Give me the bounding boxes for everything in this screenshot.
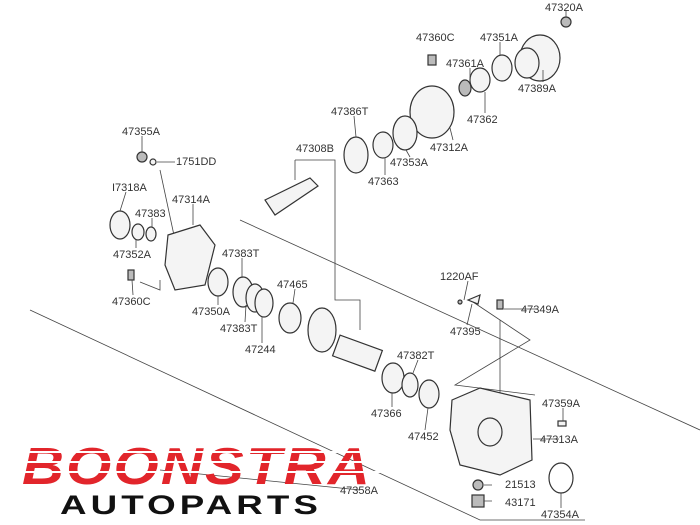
bearing-47366 [381, 362, 405, 394]
label-47350A: 47350A [192, 306, 231, 318]
label-1220AF: 1220AF [440, 271, 479, 283]
oring-47353A [392, 115, 418, 151]
spring-47361A [458, 79, 472, 97]
label-47355A: 47355A [122, 126, 161, 138]
ring-47383 [145, 226, 157, 242]
label-43171: 43171 [505, 497, 536, 509]
ring-gear [307, 307, 337, 353]
plug-43171 [471, 494, 485, 508]
label-47361A: 47361A [446, 58, 485, 70]
label-47308B: 47308B [296, 143, 334, 155]
breather-47349A [496, 299, 504, 310]
bearing-47465 [278, 302, 302, 334]
label-47452: 47452 [408, 431, 439, 443]
leader-lines [119, 10, 567, 508]
label-47244: 47244 [245, 344, 276, 356]
plug-47355A [136, 151, 148, 163]
seal-47351A [491, 54, 513, 82]
label-47352A: 47352A [113, 249, 152, 261]
logo-brand: BOONSTRA [22, 438, 372, 496]
label-47353A: 47353A [390, 157, 429, 169]
label-47382T: 47382T [397, 350, 435, 362]
cover-47314A [164, 224, 216, 291]
plug-47359A [557, 420, 567, 427]
label-47363: 47363 [368, 176, 399, 188]
label-47383T-b: 47383T [220, 323, 258, 335]
parts [109, 16, 574, 508]
label-47351A: 47351A [480, 32, 519, 44]
label-47354A: 47354A [541, 509, 580, 521]
label-47314A: 47314A [172, 194, 211, 206]
label-47383: 47383 [135, 208, 166, 220]
seal-47318A [109, 210, 131, 240]
label-47359A: 47359A [542, 398, 581, 410]
part-labels: 47320A 47360C 47351A 47361A 47389A 47362… [112, 2, 584, 521]
label-47360C-left: 47360C [112, 296, 151, 308]
label-47465: 47465 [277, 279, 308, 291]
label-47383T: 47383T [222, 248, 260, 260]
label-47360C: 47360C [416, 32, 455, 44]
label-47358A: 47358A [340, 485, 379, 497]
boonstra-logo: BOONSTRA AUTOPARTS [15, 438, 380, 520]
gasket-47386T [343, 136, 369, 174]
ring-47350A [207, 267, 229, 297]
label-47313A: 47313A [540, 434, 579, 446]
nut-47320A [560, 16, 572, 28]
label-47318A: I7318A [112, 182, 148, 194]
seal-47363 [372, 131, 394, 159]
label-1751DD: 1751DD [176, 156, 216, 168]
label-47349A: 47349A [521, 304, 560, 316]
bearing-47362 [469, 67, 491, 93]
ring-47352A [131, 223, 145, 241]
label-47366: 47366 [371, 408, 402, 420]
logo-sub: AUTOPARTS [60, 490, 322, 520]
label-47389A: 47389A [518, 83, 557, 95]
shim-47244 [254, 288, 274, 318]
bolt-1220AF [457, 299, 463, 305]
label-21513: 21513 [505, 479, 536, 491]
housing-47312A [409, 85, 455, 139]
washer-1751DD [149, 158, 157, 166]
seal-47452 [418, 379, 440, 409]
oring-47354A [548, 462, 574, 494]
label-47320A: 47320A [545, 2, 584, 14]
ring-47382T [401, 372, 419, 398]
differential [331, 334, 384, 372]
pinion-47308B [264, 177, 319, 216]
washer-21513 [472, 479, 484, 491]
label-47362: 47362 [467, 114, 498, 126]
assembly-guide-lines [29, 159, 700, 521]
label-47386T: 47386T [331, 106, 369, 118]
label-47312A: 47312A [430, 142, 469, 154]
bolt-47360C [427, 54, 437, 66]
bracket-47395 [466, 294, 481, 305]
label-47395: 47395 [450, 326, 481, 338]
bolt-47360C-left [127, 269, 135, 281]
